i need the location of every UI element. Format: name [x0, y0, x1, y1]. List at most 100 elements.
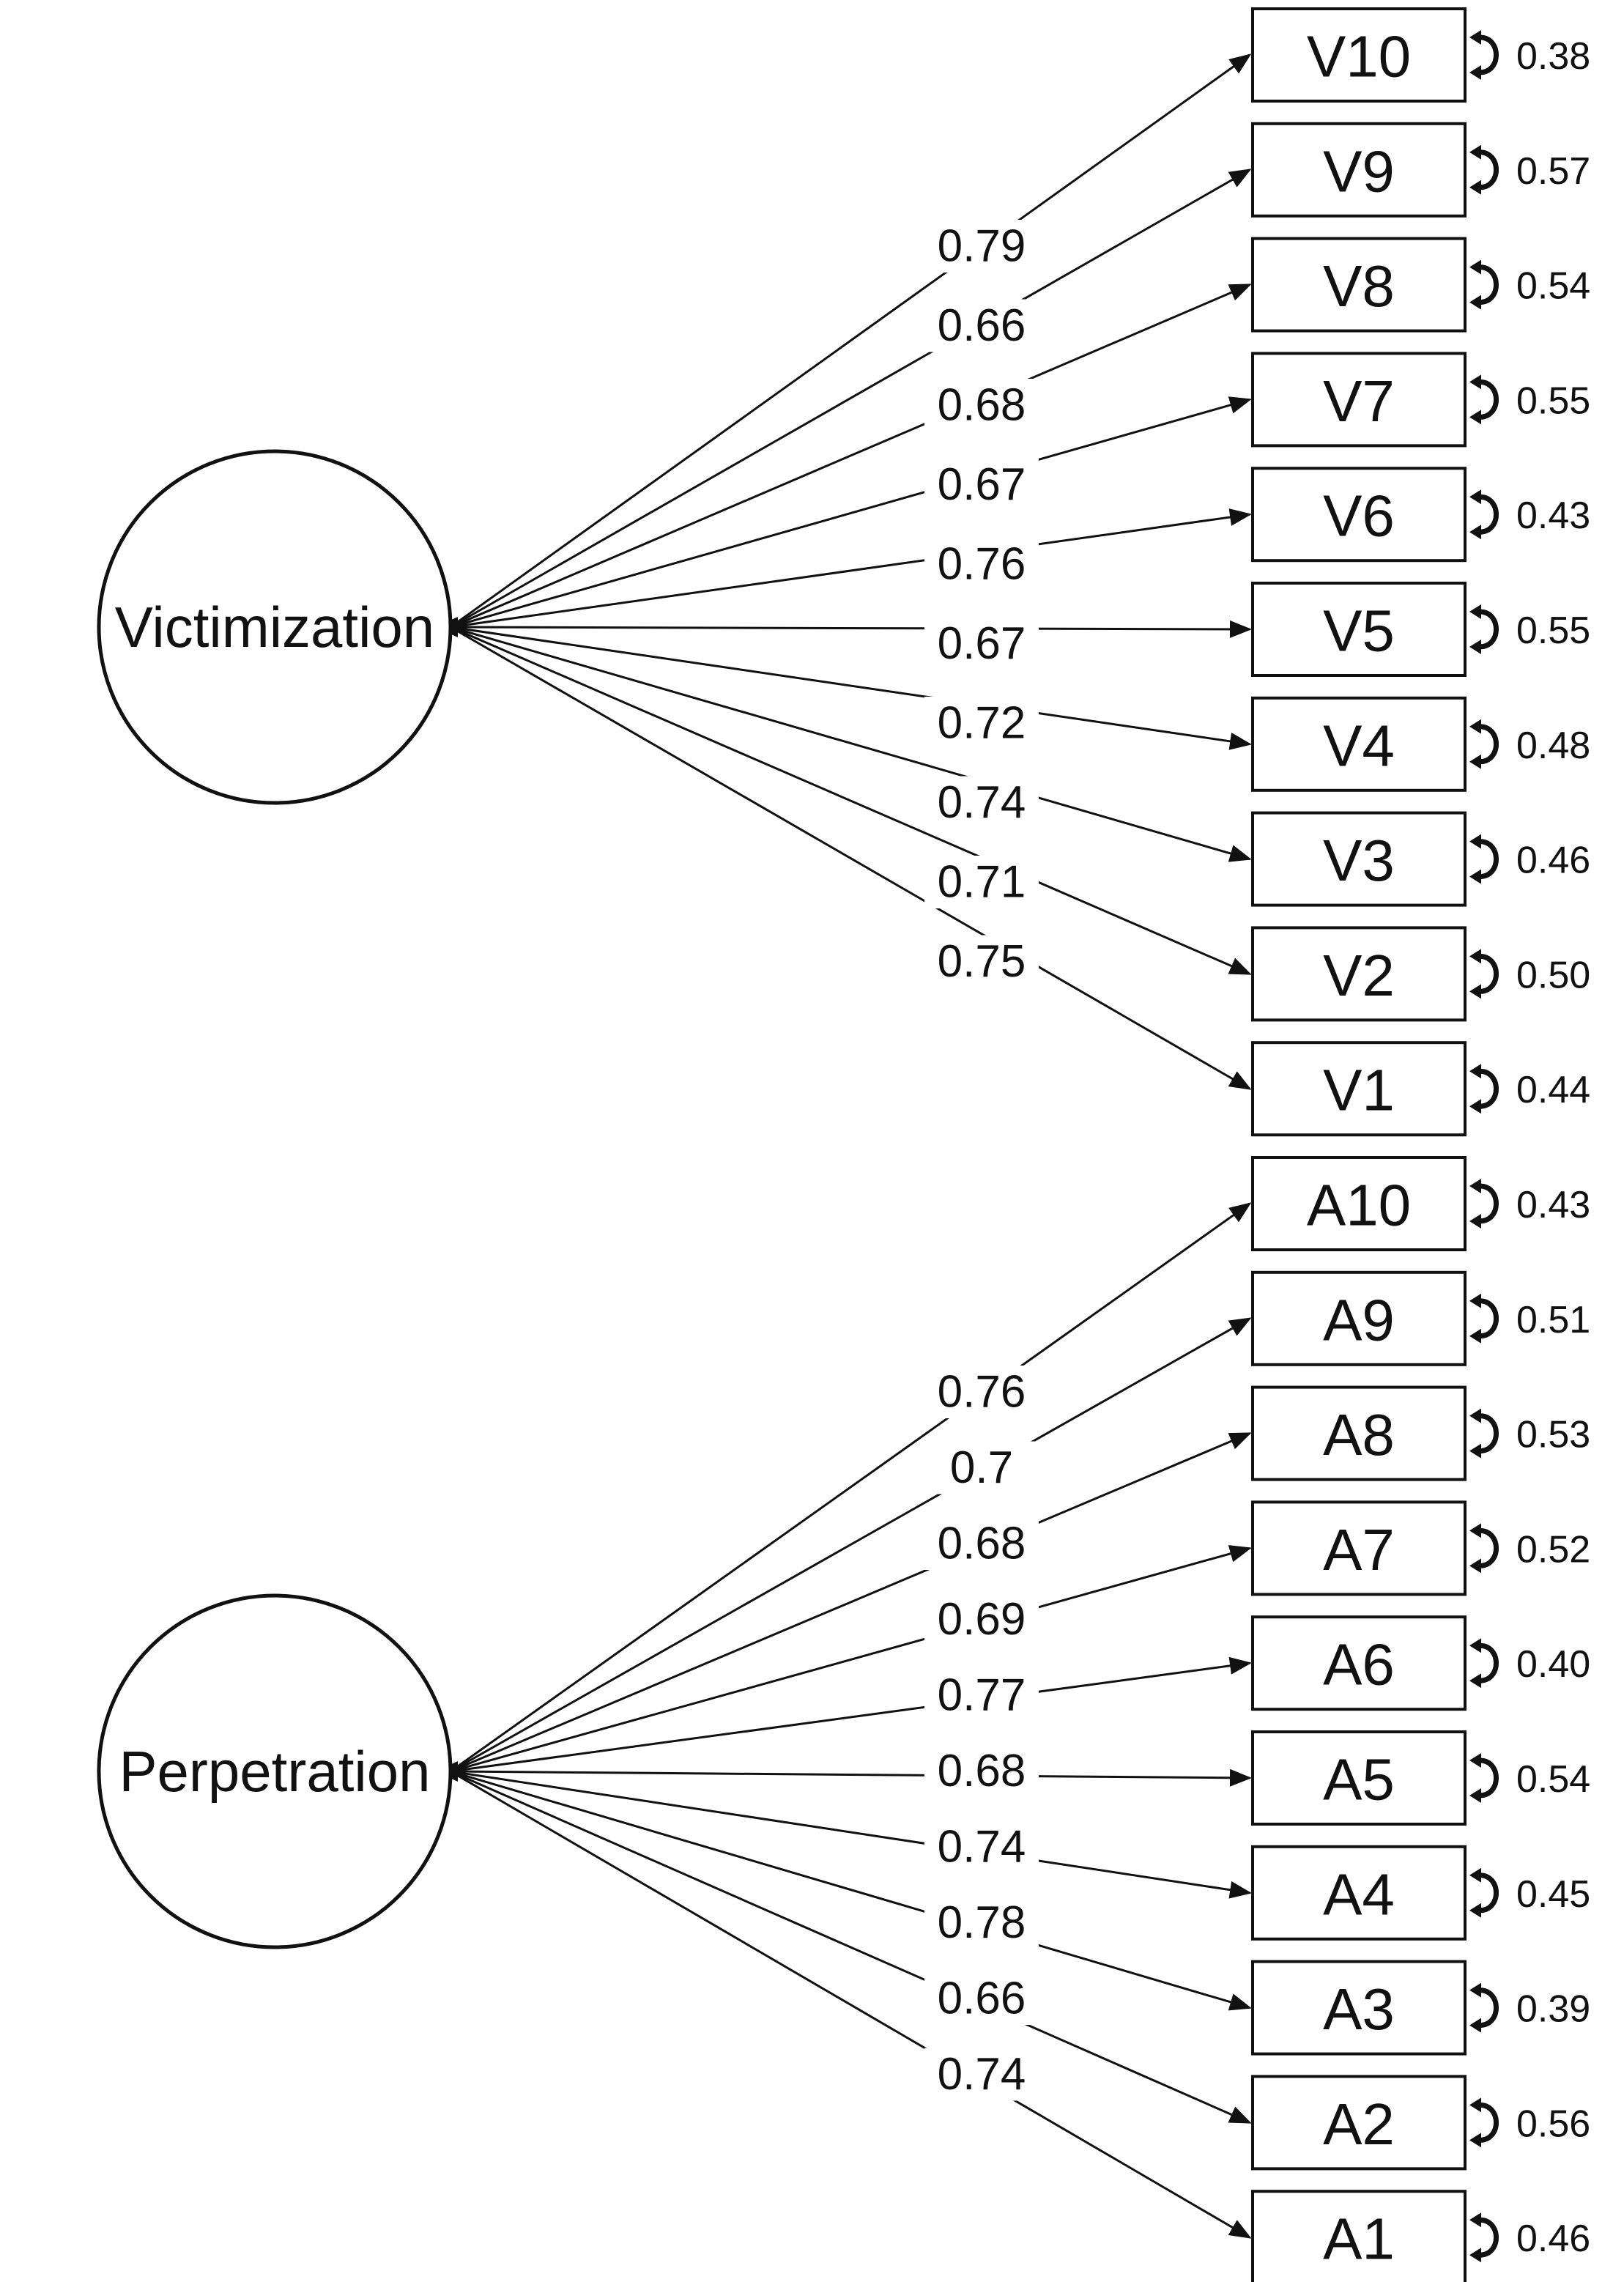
loading-label-background: [924, 1441, 1039, 1494]
indicator-box: [1251, 122, 1467, 218]
error-variance-icon: [1469, 30, 1499, 80]
indicator-box: [1251, 696, 1467, 792]
error-variance-icon: [1469, 719, 1499, 769]
error-variance-value: 0.52: [1516, 1528, 1590, 1571]
loading-value: 0.77: [938, 1670, 1026, 1721]
indicator-label: A10: [1307, 1173, 1411, 1238]
error-variance-icon: [1469, 949, 1499, 999]
error-variance-icon: [1469, 1293, 1499, 1344]
loading-path: [450, 620, 1252, 638]
indicator-label: V10: [1307, 24, 1411, 89]
error-variance-icon: [1469, 1523, 1499, 1574]
error-variance-value: 0.56: [1516, 2103, 1590, 2145]
loading-path: [450, 1768, 1252, 1787]
indicator-box: [1251, 237, 1467, 333]
loading-value: 0.69: [938, 1594, 1026, 1645]
error-variance-icon: [1469, 144, 1499, 195]
loading-value: 0.67: [938, 459, 1026, 510]
error-variance-value: 0.43: [1516, 494, 1590, 537]
indicator-label: A5: [1323, 1747, 1395, 1812]
loading-path: [450, 396, 1252, 629]
indicator-box: [1251, 582, 1467, 677]
error-variance-value: 0.55: [1516, 379, 1590, 422]
error-variance-value: 0.45: [1516, 1873, 1590, 1916]
error-variance-value: 0.48: [1516, 725, 1590, 767]
loading-value: 0.66: [938, 1974, 1026, 2024]
loading-path: [450, 53, 1252, 629]
error-variance-icon: [1469, 1753, 1499, 1803]
error-variance-value: 0.54: [1516, 265, 1590, 308]
loading-path: [450, 1545, 1252, 1773]
indicator-box: [1251, 1615, 1467, 1711]
error-variance-value: 0.55: [1516, 610, 1590, 652]
indicator-box: [1251, 2190, 1467, 2282]
loading-label-background: [924, 617, 1039, 670]
error-variances: 0.380.570.540.550.430.550.480.460.500.44…: [1469, 30, 1590, 2263]
loading-path: [450, 1656, 1252, 1773]
indicator-box: [1251, 811, 1467, 907]
perpetration-factor-circle: [97, 1593, 453, 1949]
indicator-label: A3: [1323, 1977, 1395, 2042]
indicator-box: [1251, 1156, 1467, 1251]
error-variance-icon: [1469, 259, 1499, 310]
loading-label-background: [924, 1366, 1039, 1418]
error-variance-value: 0.46: [1516, 2218, 1590, 2260]
error-variance-icon: [1469, 2097, 1499, 2148]
victimization-factor-circle: [97, 449, 453, 805]
error-variance-value: 0.57: [1516, 150, 1590, 193]
error-variance-icon: [1469, 1179, 1499, 1229]
loading-label-background: [924, 1896, 1039, 1949]
loading-path: [450, 626, 1252, 1090]
indicator-box: [1251, 1845, 1467, 1941]
error-variance-value: 0.50: [1516, 954, 1590, 996]
indicator-label: A6: [1323, 1632, 1395, 1697]
indicator-box: [1251, 1960, 1467, 2056]
loading-label-background: [924, 379, 1039, 431]
error-variance-value: 0.43: [1516, 1184, 1590, 1226]
loading-path: [450, 168, 1252, 629]
loading-path: [450, 626, 1252, 862]
error-variance-value: 0.40: [1516, 1643, 1590, 1686]
indicator-label: V9: [1323, 138, 1395, 204]
error-variance-value: 0.38: [1516, 35, 1590, 78]
loading-label-background: [924, 1669, 1039, 1722]
loading-value: 0.75: [938, 936, 1026, 987]
loading-path: [450, 1317, 1252, 1773]
loading-path: [450, 1202, 1252, 1773]
error-variance-icon: [1469, 2212, 1499, 2263]
victimization-factor-label: Victimization: [115, 595, 434, 659]
indicator-label: A1: [1323, 2207, 1395, 2272]
loading-path: [450, 284, 1252, 629]
loading-path: [450, 626, 1252, 975]
loading-path: [450, 508, 1252, 629]
loading-label-background: [924, 1593, 1039, 1646]
indicator-box: [1251, 2075, 1467, 2171]
indicator-box: [1251, 1730, 1467, 1826]
loading-label-background: [924, 856, 1039, 908]
loading-value: 0.72: [938, 698, 1026, 749]
loading-label-background: [924, 1517, 1039, 1570]
loading-paths: [450, 53, 1252, 2239]
indicator-label: A9: [1323, 1287, 1395, 1352]
loading-value: 0.76: [938, 539, 1026, 590]
error-variance-icon: [1469, 1638, 1499, 1689]
loading-path: [450, 1770, 1252, 2239]
indicator-label: V5: [1323, 599, 1395, 664]
loading-value: 0.71: [938, 857, 1026, 908]
loading-value: 0.68: [938, 1519, 1026, 1569]
error-variance-icon: [1469, 834, 1499, 884]
loading-value: 0.68: [938, 1746, 1026, 1796]
indicator-label: A8: [1323, 1402, 1395, 1467]
loading-label-background: [924, 220, 1039, 273]
error-variance-icon: [1469, 1867, 1499, 1918]
loading-value: 0.78: [938, 1897, 1026, 1948]
loading-value: 0.74: [938, 1822, 1026, 1872]
loading-path: [450, 1432, 1252, 1773]
indicator-label: V4: [1323, 713, 1395, 778]
loading-label-background: [924, 776, 1039, 829]
error-variance-value: 0.53: [1516, 1414, 1590, 1456]
loading-label-background: [924, 458, 1039, 511]
loading-value: 0.74: [938, 777, 1026, 828]
